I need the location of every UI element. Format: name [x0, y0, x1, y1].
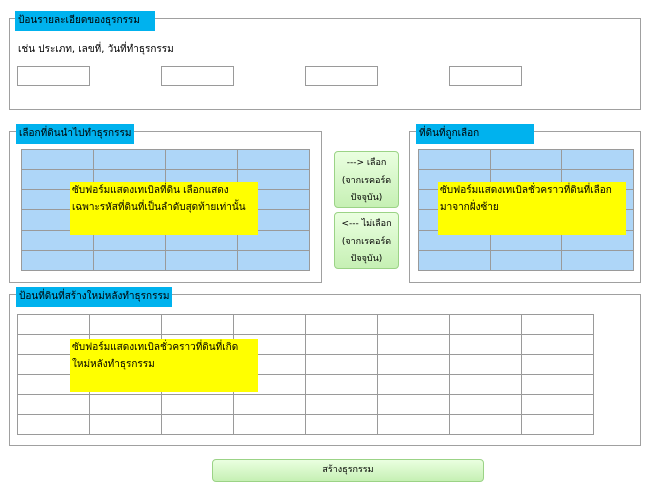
select-button-line2: (จากเรคอร์ด — [341, 176, 392, 186]
table-cell[interactable] — [377, 374, 450, 395]
select-parcels-legend: เลือกที่ดินนำไปทำธุรกรรม — [16, 124, 134, 144]
table-cell[interactable] — [305, 334, 378, 355]
table-row[interactable] — [17, 394, 594, 415]
detail-field-2[interactable] — [161, 66, 234, 86]
table-cell[interactable] — [521, 334, 594, 355]
table-cell[interactable] — [418, 148, 491, 171]
table-cell[interactable] — [377, 414, 450, 435]
deselect-button-line2: (จากเรคอร์ด — [341, 237, 392, 247]
table-cell[interactable] — [21, 249, 94, 272]
table-cell[interactable] — [521, 374, 594, 395]
detail-field-4[interactable] — [449, 66, 522, 86]
select-button[interactable]: ---> เลือก (จากเรคอร์ด ปัจจุบัน) — [334, 151, 399, 208]
select-button-line3: ปัจจุบัน) — [350, 193, 383, 203]
selected-parcels-note: ซับฟอร์มแสดงเทเบิลชั่วคราวที่ดินที่เลือก… — [438, 182, 626, 235]
table-cell[interactable] — [305, 374, 378, 395]
table-cell[interactable] — [161, 414, 234, 435]
table-cell[interactable] — [93, 249, 166, 272]
table-cell[interactable] — [89, 414, 162, 435]
table-cell[interactable] — [449, 334, 522, 355]
table-cell[interactable] — [418, 249, 491, 272]
table-cell[interactable] — [161, 394, 234, 415]
table-cell[interactable] — [237, 148, 310, 171]
table-cell[interactable] — [449, 314, 522, 335]
details-fieldset — [9, 18, 641, 110]
table-cell[interactable] — [377, 314, 450, 335]
table-cell[interactable] — [93, 148, 166, 171]
select-button-line1: ---> เลือก — [346, 158, 387, 168]
select-parcels-grid[interactable] — [21, 148, 310, 272]
table-cell[interactable] — [521, 394, 594, 415]
table-cell[interactable] — [377, 394, 450, 415]
table-cell[interactable] — [161, 314, 234, 335]
details-legend: ป้อนรายละเอียดของธุรกรรม — [15, 11, 155, 31]
select-parcels-note: ซับฟอร์มแสดงเทเบิลที่ดิน เลือกแสดงเฉพาะร… — [70, 182, 258, 235]
table-row[interactable] — [17, 414, 594, 435]
deselect-button-line1: <--- ไม่เลือก — [341, 219, 392, 229]
table-cell[interactable] — [377, 354, 450, 375]
table-cell[interactable] — [165, 148, 238, 171]
table-cell[interactable] — [489, 148, 563, 171]
table-row[interactable] — [17, 314, 594, 335]
details-hint: เช่น ประเภท, เลขที่, วันที่ทำธุรกรรม — [18, 44, 174, 55]
deselect-button[interactable]: <--- ไม่เลือก (จากเรคอร์ด ปัจจุบัน) — [334, 212, 399, 269]
table-cell[interactable] — [521, 354, 594, 375]
table-cell[interactable] — [17, 314, 90, 335]
table-cell[interactable] — [305, 394, 378, 415]
table-cell[interactable] — [165, 249, 238, 272]
table-cell[interactable] — [449, 354, 522, 375]
table-cell[interactable] — [233, 414, 306, 435]
table-cell[interactable] — [521, 414, 594, 435]
table-row[interactable] — [418, 148, 634, 171]
select-parcels-fieldset — [9, 131, 322, 283]
table-cell[interactable] — [561, 249, 634, 272]
table-cell[interactable] — [449, 414, 522, 435]
table-row[interactable] — [21, 148, 310, 171]
table-cell[interactable] — [233, 314, 306, 335]
table-cell[interactable] — [377, 334, 450, 355]
new-parcels-note: ซับฟอร์มแสดงเทเบิลชั่วคราวที่ดินที่เกิดใ… — [70, 339, 258, 392]
new-parcels-fieldset — [9, 294, 641, 446]
table-cell[interactable] — [17, 414, 90, 435]
table-cell[interactable] — [305, 354, 378, 375]
table-cell[interactable] — [521, 314, 594, 335]
table-cell[interactable] — [237, 249, 310, 272]
detail-field-3[interactable] — [305, 66, 378, 86]
new-parcels-legend: ป้อนที่ดินที่สร้างใหม่หลังทำธุรกรรม — [16, 287, 172, 307]
create-transaction-button[interactable]: สร้างธุรกรรม — [212, 459, 484, 482]
table-cell[interactable] — [21, 148, 94, 171]
deselect-button-line3: ปัจจุบัน) — [350, 254, 383, 264]
table-row[interactable] — [21, 249, 310, 272]
table-cell[interactable] — [17, 394, 90, 415]
table-cell[interactable] — [449, 394, 522, 415]
table-cell[interactable] — [449, 374, 522, 395]
table-cell[interactable] — [561, 148, 634, 171]
detail-field-1[interactable] — [17, 66, 90, 86]
table-row[interactable] — [418, 249, 634, 272]
table-cell[interactable] — [233, 394, 306, 415]
table-cell[interactable] — [305, 314, 378, 335]
table-cell[interactable] — [89, 394, 162, 415]
selected-parcels-legend: ที่ดินที่ถูกเลือก — [416, 124, 534, 144]
table-cell[interactable] — [89, 314, 162, 335]
table-cell[interactable] — [489, 249, 563, 272]
table-cell[interactable] — [305, 414, 378, 435]
